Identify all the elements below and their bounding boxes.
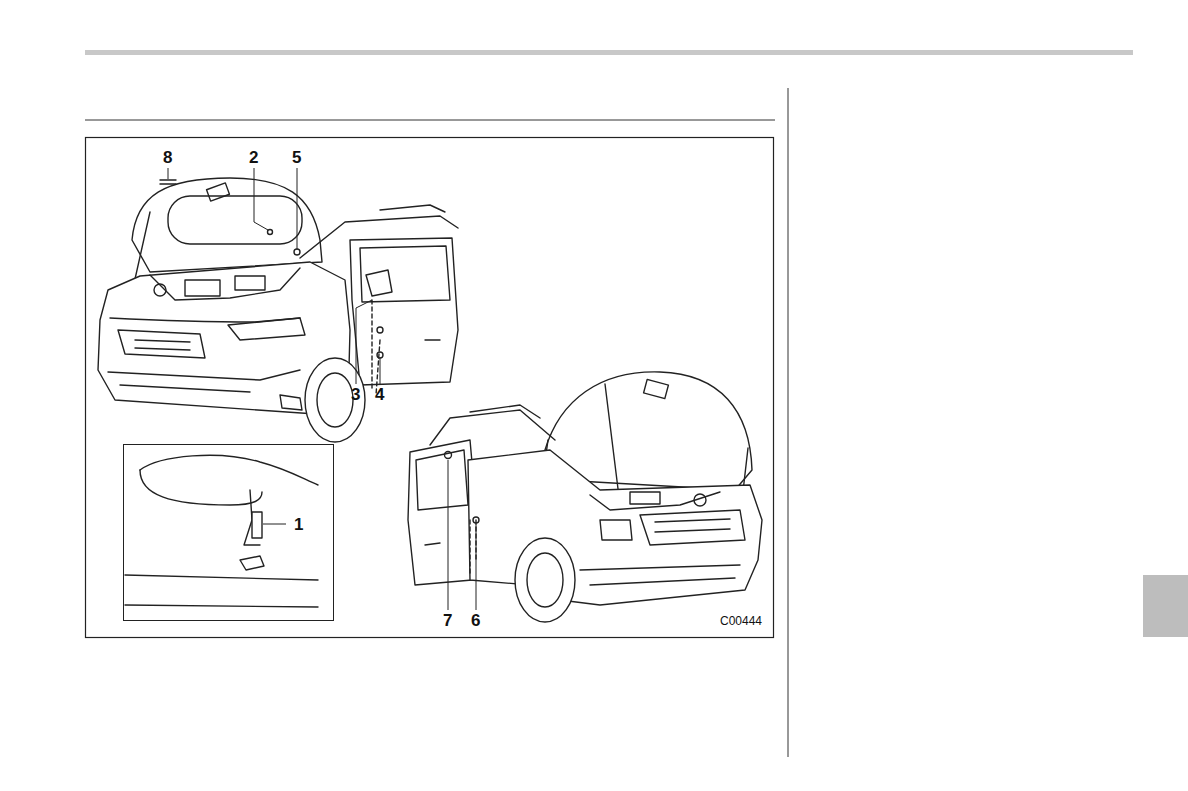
chapter-tab — [1143, 575, 1188, 637]
section-rule — [85, 120, 775, 121]
left-car — [98, 178, 458, 442]
seat-inset — [125, 455, 318, 607]
callout-number: 2 — [249, 149, 258, 166]
figure-code: C00444 — [720, 615, 762, 627]
callout-number: 3 — [351, 386, 360, 403]
right-car — [408, 372, 762, 622]
header-bar — [85, 50, 1133, 55]
callout-number: 1 — [294, 516, 303, 533]
callout-number: 6 — [471, 612, 480, 629]
callout-number: 5 — [292, 149, 301, 166]
leader-lines — [168, 168, 476, 610]
callout-number: 7 — [443, 612, 452, 629]
callout-number: 8 — [163, 149, 172, 166]
column-rule — [788, 88, 789, 757]
callout-number: 4 — [375, 386, 384, 403]
figure-frame — [86, 138, 774, 638]
inset-frame — [124, 445, 334, 621]
